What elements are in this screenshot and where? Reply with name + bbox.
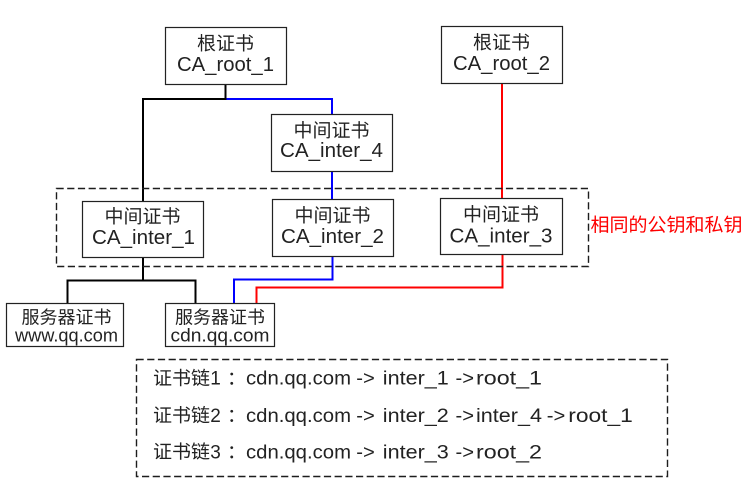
svg-text:->: -> [456, 406, 475, 427]
svg-text:->: -> [356, 406, 375, 427]
svg-text:inter_2: inter_2 [383, 406, 449, 427]
svg-text:cdn.qq.com: cdn.qq.com [246, 369, 351, 390]
svg-text:root_1: root_1 [476, 369, 542, 390]
svg-text:3: 3 [210, 442, 221, 463]
svg-text:CA_root_2: CA_root_2 [453, 53, 550, 75]
svg-text:->: -> [456, 369, 475, 390]
svg-text:->: -> [547, 406, 566, 427]
svg-text:inter_4: inter_4 [476, 406, 542, 427]
svg-text:->: -> [356, 369, 375, 390]
svg-text:www.qq.com: www.qq.com [14, 326, 118, 346]
svg-text:CA_inter_4: CA_inter_4 [280, 140, 383, 162]
svg-text:2: 2 [210, 406, 221, 427]
svg-text:cdn.qq.com: cdn.qq.com [171, 326, 270, 346]
svg-text:CA_inter_2: CA_inter_2 [281, 226, 384, 248]
svg-text:inter_1: inter_1 [383, 369, 449, 390]
svg-text:CA_root_1: CA_root_1 [177, 54, 274, 76]
svg-text:root_2: root_2 [476, 442, 542, 463]
svg-text:CA_inter_3: CA_inter_3 [450, 226, 553, 248]
svg-text:root_1: root_1 [568, 406, 633, 427]
svg-text:->: -> [456, 442, 475, 463]
svg-text:cdn.qq.com: cdn.qq.com [246, 442, 351, 463]
svg-text:->: -> [356, 442, 375, 463]
svg-text:CA_inter_1: CA_inter_1 [92, 227, 195, 249]
svg-text:1: 1 [210, 369, 221, 390]
svg-text:cdn.qq.com: cdn.qq.com [246, 406, 351, 427]
svg-text:inter_3: inter_3 [383, 442, 449, 463]
